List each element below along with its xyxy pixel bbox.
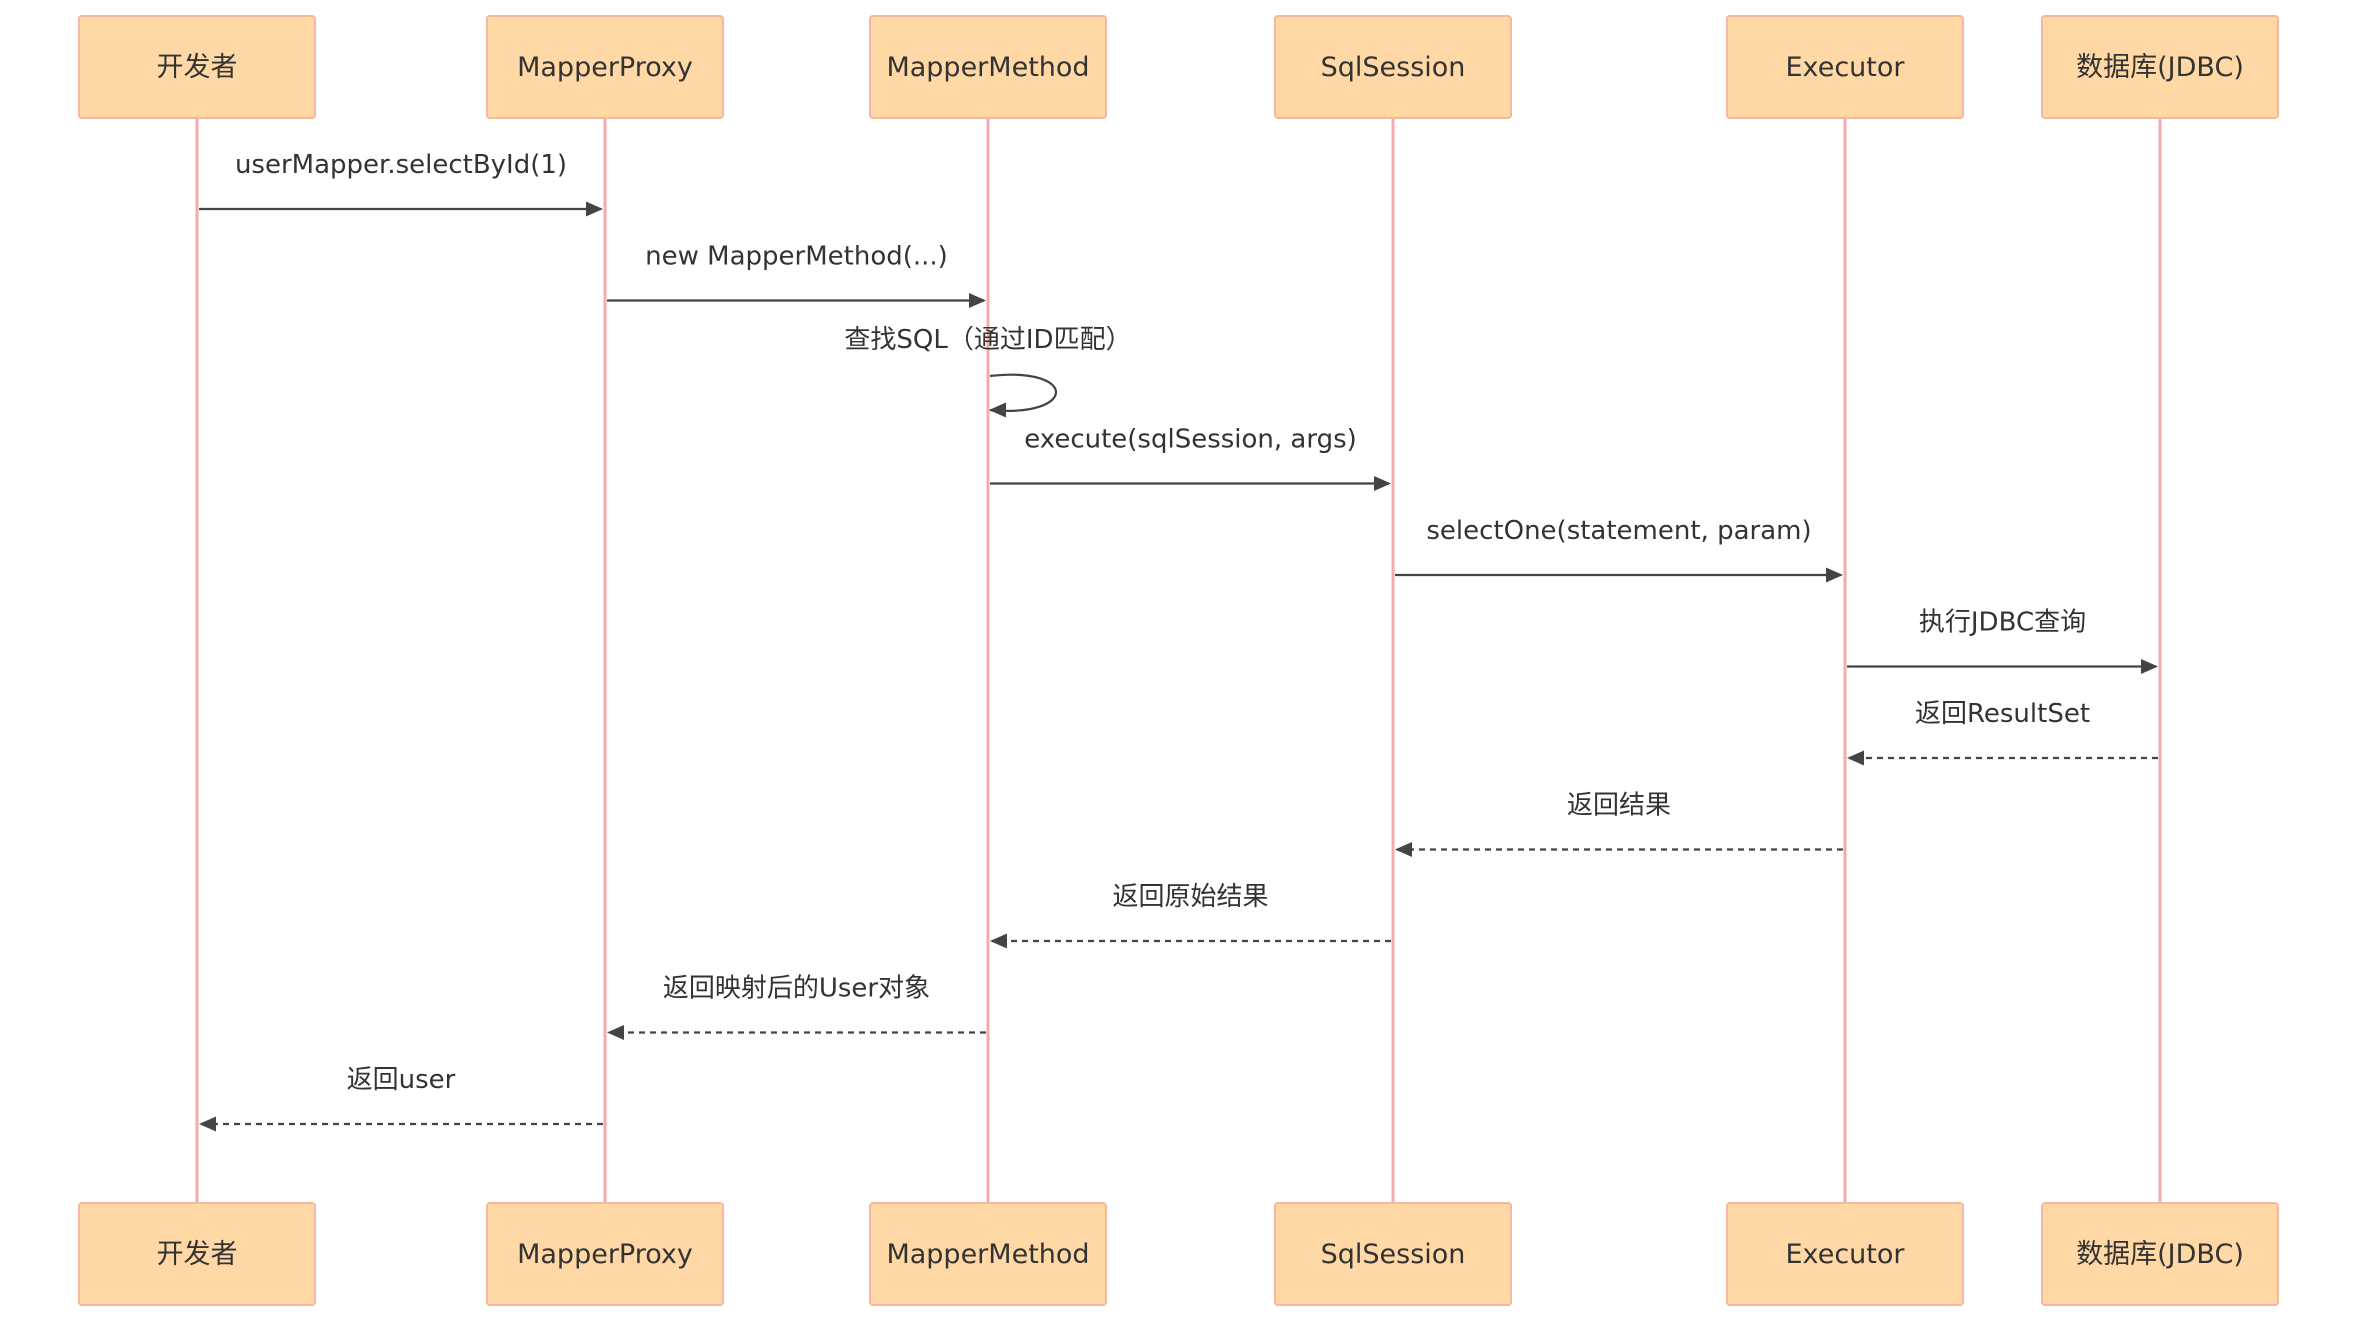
- message-10: 返回映射后的User对象: [607, 974, 986, 1040]
- participant-label: 数据库(JDBC): [2076, 1239, 2244, 1270]
- participant-developer-bottom: 开发者: [78, 1202, 316, 1306]
- participant-box: [1726, 1202, 1964, 1306]
- participant-label: SqlSession: [1321, 52, 1466, 83]
- participant-box: [486, 15, 724, 119]
- message-3: 查找SQL（通过ID匹配）: [844, 325, 1132, 418]
- message-label: userMapper.selectById(1): [235, 150, 567, 180]
- message-9: 返回原始结果: [990, 882, 1391, 949]
- participant-box: [486, 1202, 724, 1306]
- lifelines: [195, 118, 2162, 1203]
- participant-box: [2041, 15, 2279, 119]
- arrowhead: [607, 1025, 624, 1040]
- message-label: 执行JDBC查询: [1919, 608, 2086, 638]
- arrowhead: [1847, 750, 1864, 766]
- arrowhead: [2141, 659, 2158, 674]
- participant-label: 开发者: [157, 52, 238, 83]
- arrowhead: [1395, 842, 1412, 857]
- arrowhead: [199, 1116, 216, 1132]
- participant-label: Executor: [1786, 1239, 1906, 1270]
- participant-mappermethod-bottom: MapperMethod: [869, 1202, 1107, 1306]
- participant-box: [78, 1202, 316, 1306]
- participant-sqlsession-bottom: SqlSession: [1274, 1202, 1512, 1306]
- arrowhead: [990, 933, 1007, 949]
- message-label: 返回原始结果: [1112, 882, 1268, 912]
- message-label: 返回映射后的User对象: [663, 974, 930, 1004]
- participant-label: MapperMethod: [886, 52, 1089, 83]
- participant-box: [869, 1202, 1107, 1306]
- participant-developer-top: 开发者: [78, 15, 316, 119]
- participant-box: [2041, 1202, 2279, 1306]
- participant-label: Executor: [1786, 52, 1906, 83]
- participants: 开发者开发者MapperProxyMapperProxyMapperMethod…: [78, 15, 2279, 1306]
- message-label: 返回ResultSet: [1915, 699, 2090, 729]
- message-2: new MapperMethod(...): [607, 242, 986, 308]
- participant-executor-top: Executor: [1726, 15, 1964, 119]
- participant-mapperproxy-bottom: MapperProxy: [486, 1202, 724, 1306]
- message-1: userMapper.selectById(1): [199, 150, 603, 217]
- participant-label: SqlSession: [1321, 1239, 1466, 1270]
- participant-box: [78, 15, 316, 119]
- participant-sqlsession-top: SqlSession: [1274, 15, 1512, 119]
- message-label: 返回user: [347, 1065, 456, 1095]
- arrowhead: [989, 402, 1006, 418]
- participant-box: [1274, 15, 1512, 119]
- message-8: 返回结果: [1395, 791, 1843, 857]
- messages: userMapper.selectById(1) new MapperMethod…: [199, 150, 2158, 1132]
- message-label: 返回结果: [1567, 791, 1671, 821]
- participant-executor-bottom: Executor: [1726, 1202, 1964, 1306]
- message-7: 返回ResultSet: [1847, 699, 2158, 766]
- message-label: 查找SQL（通过ID匹配）: [844, 325, 1131, 355]
- participant-database-top: 数据库(JDBC): [2041, 15, 2279, 119]
- message-label: new MapperMethod(...): [645, 242, 948, 272]
- participant-label: MapperProxy: [517, 52, 693, 83]
- arrowhead: [1826, 567, 1843, 583]
- participant-mapperproxy-top: MapperProxy: [486, 15, 724, 119]
- participant-database-bottom: 数据库(JDBC): [2041, 1202, 2279, 1306]
- participant-label: MapperProxy: [517, 1239, 693, 1270]
- message-5: selectOne(statement, param): [1395, 516, 1843, 583]
- participant-label: MapperMethod: [886, 1239, 1089, 1270]
- arrowhead: [969, 293, 986, 308]
- participant-box: [1726, 15, 1964, 119]
- message-label: execute(sqlSession, args): [1024, 425, 1357, 455]
- arrowhead: [586, 201, 603, 217]
- message-label: selectOne(statement, param): [1426, 516, 1811, 546]
- message-4: execute(sqlSession, args): [990, 425, 1391, 491]
- arrowhead: [1374, 476, 1391, 491]
- message-11: 返回user: [199, 1065, 603, 1132]
- participant-label: 开发者: [157, 1239, 238, 1270]
- self-message-loop: [989, 373, 1058, 412]
- participant-mappermethod-top: MapperMethod: [869, 15, 1107, 119]
- participant-box: [869, 15, 1107, 119]
- participant-label: 数据库(JDBC): [2076, 52, 2244, 83]
- message-6: 执行JDBC查询: [1847, 608, 2158, 674]
- participant-box: [1274, 1202, 1512, 1306]
